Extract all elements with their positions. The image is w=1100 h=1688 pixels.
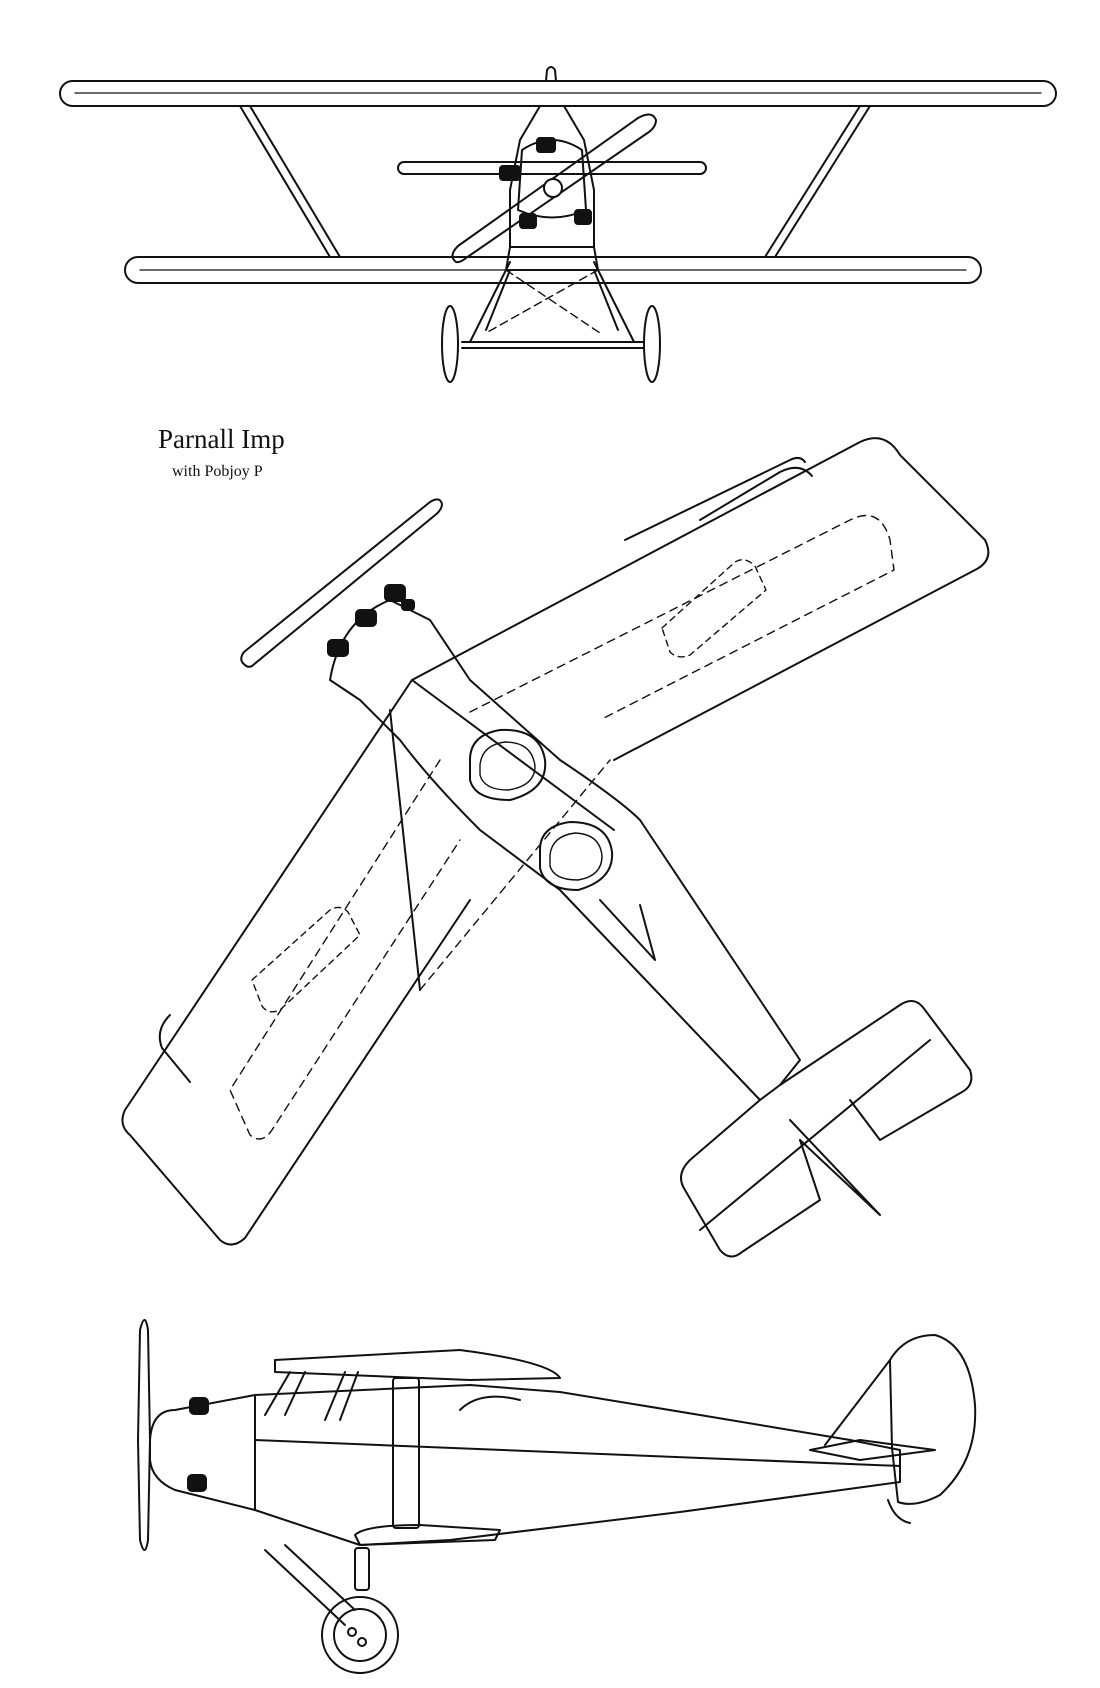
top-fuselage (330, 600, 800, 1100)
side-cockpit (460, 1397, 520, 1410)
side-tailplane (810, 1440, 935, 1460)
top-headrest (600, 900, 655, 960)
top-tailplane-left (681, 1100, 820, 1257)
top-propeller (241, 499, 442, 666)
front-uc-vee-right (594, 270, 618, 330)
drawing-title: Parnall Imp (158, 424, 285, 454)
side-wheel-hub (334, 1609, 386, 1661)
top-lower-wing-tip-left (160, 1015, 190, 1082)
front-undercarriage-box (506, 247, 598, 270)
top-rear-cockpit-inner (550, 833, 602, 880)
front-uc-brace-b (486, 270, 598, 333)
drawing-subtitle: with Pobjoy P (172, 463, 263, 480)
front-wheel-left (442, 306, 458, 382)
front-uc-vee-left (486, 270, 510, 330)
side-wheel-hub-a (348, 1628, 356, 1636)
top-upper-wing-right (412, 438, 988, 760)
top-centre-section-b (390, 710, 420, 990)
top-centre-section-c (420, 760, 610, 990)
top-view (122, 438, 988, 1256)
top-rear-cockpit (540, 822, 612, 890)
side-lower-wing (355, 1525, 500, 1545)
side-rudder (890, 1335, 975, 1504)
side-tailskid (888, 1500, 910, 1523)
side-wheel-hub-b (358, 1638, 366, 1646)
top-front-cockpit (470, 730, 545, 800)
side-propeller (138, 1320, 150, 1550)
front-right-strut-a (765, 106, 860, 257)
side-view (138, 1320, 975, 1673)
side-fin (825, 1360, 892, 1448)
top-tailplane-right (780, 1001, 971, 1140)
side-upper-wing (275, 1350, 560, 1380)
side-longeron (255, 1440, 900, 1466)
top-centre-section-a (412, 680, 614, 830)
top-upper-wing-left-hatch (252, 907, 360, 1011)
front-uc-leg-right (594, 262, 634, 342)
front-wheel-right (644, 306, 660, 382)
top-upper-wing-right-aileron (625, 458, 805, 540)
side-cabane-struts (265, 1372, 358, 1420)
top-upper-wing-left-spar (230, 760, 460, 1139)
front-propeller (452, 114, 656, 262)
front-spinner (544, 179, 562, 197)
top-upper-wing-left (122, 680, 470, 1245)
front-lower-wing (125, 257, 981, 283)
top-upper-wing-right-spar (470, 516, 894, 721)
top-front-cockpit-inner (480, 742, 535, 790)
side-wheel (322, 1597, 398, 1673)
front-view (60, 67, 1056, 382)
top-upper-wing-right-hatch (662, 560, 766, 657)
side-uc-leg-rear (285, 1545, 355, 1610)
top-elevator-hinge (700, 1040, 930, 1230)
front-fin (546, 67, 556, 81)
side-interplane-strut (393, 1378, 419, 1528)
front-uc-leg-left (470, 262, 510, 342)
front-left-strut-a (240, 106, 330, 257)
front-right-strut-b (775, 106, 870, 257)
side-uc-leg-front (265, 1550, 345, 1625)
side-fuselage (255, 1385, 900, 1545)
side-oleo (355, 1548, 369, 1590)
side-engine-cylinders (188, 1398, 208, 1491)
top-lower-wing-tip-right (700, 468, 812, 520)
top-engine-cylinders (328, 585, 414, 656)
front-tailplane (398, 162, 706, 174)
front-uc-brace-a (506, 270, 600, 333)
top-fin (790, 1120, 880, 1215)
front-left-strut-b (250, 106, 340, 257)
